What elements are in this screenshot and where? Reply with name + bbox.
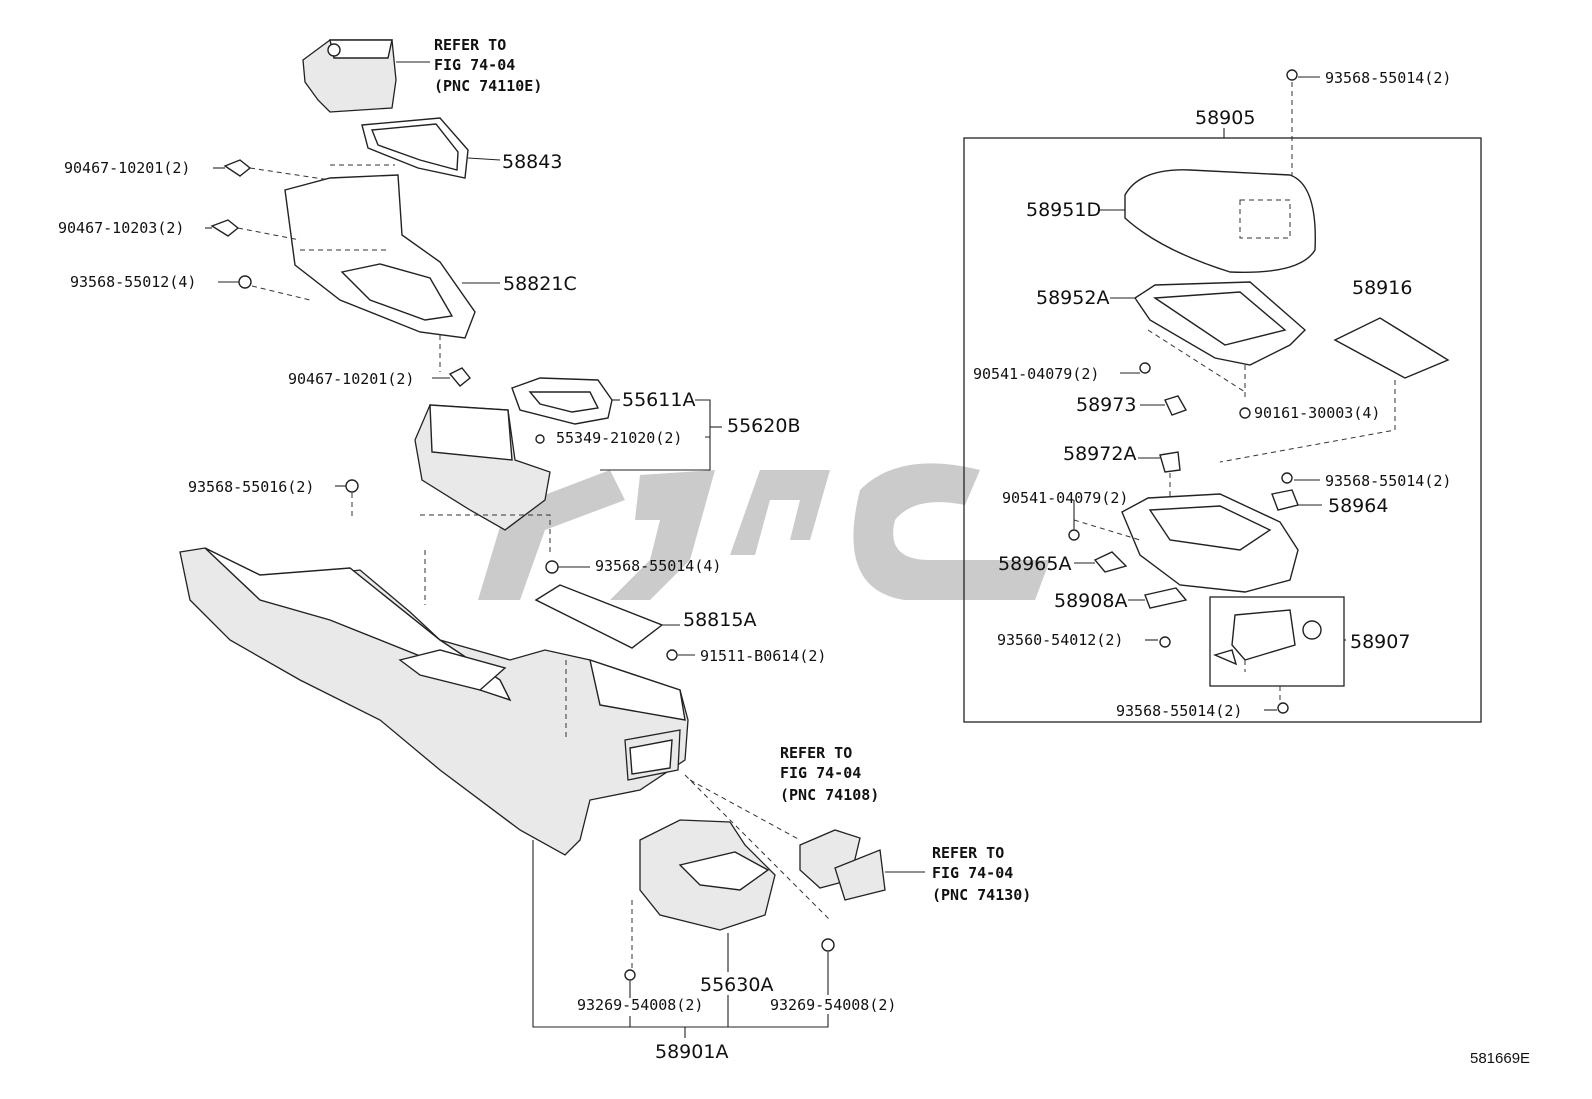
refer-74110e-label: REFER TO FIG 74-04 (PNC 74110E)	[434, 36, 542, 95]
svg-text:93269-54008(2): 93269-54008(2)	[577, 996, 703, 1014]
svg-text:FIG 74-04: FIG 74-04	[932, 864, 1013, 882]
svg-text:(PNC 74130): (PNC 74130)	[932, 886, 1031, 904]
fastener-90541-04079-top: 90541-04079(2)	[973, 362, 1151, 383]
svg-text:58972A: 58972A	[1063, 443, 1136, 465]
svg-text:58965A: 58965A	[998, 553, 1071, 575]
fastener-90541-04079-mid: 90541-04079(2)	[1002, 489, 1141, 541]
svg-text:58901A: 58901A	[655, 1041, 728, 1063]
part-58964: 58964	[1271, 489, 1388, 517]
svg-text:90541-04079(2): 90541-04079(2)	[1002, 489, 1128, 507]
fastener-93269-54008-left: 93269-54008(2)	[577, 969, 703, 1014]
fastener-93269-54008-right: 93269-54008(2)	[770, 938, 896, 1014]
svg-text:90467-10201(2): 90467-10201(2)	[288, 370, 414, 388]
svg-text:FIG 74-04: FIG 74-04	[780, 764, 861, 782]
fastener-90161-30003: 90161-30003(4)	[1239, 404, 1380, 422]
svg-text:93568-55014(4): 93568-55014(4)	[595, 557, 721, 575]
svg-text:55630A: 55630A	[700, 974, 773, 996]
refer-74110e-part	[302, 39, 430, 113]
svg-text:58916: 58916	[1352, 277, 1412, 299]
svg-text:58907: 58907	[1350, 631, 1410, 653]
svg-text:REFER TO: REFER TO	[932, 844, 1004, 862]
part-console-body	[179, 547, 689, 856]
fastener-93568-55014-bottom: 93568-55014(2)	[1116, 702, 1289, 720]
svg-text:(PNC 74108): (PNC 74108)	[780, 786, 879, 804]
figure-id: 581669E	[1470, 1050, 1530, 1067]
svg-text:93560-54012(2): 93560-54012(2)	[997, 631, 1123, 649]
fastener-90467-10201-bottom: 90467-10201(2)	[288, 367, 471, 388]
part-55630a: 55630A	[631, 774, 831, 996]
fastener-93568-55014-right: 93568-55014(2)	[1281, 472, 1451, 490]
part-58973: 58973	[1076, 394, 1188, 416]
refer-74130-part	[834, 849, 925, 901]
part-58905-frame: 58905	[963, 107, 1482, 723]
part-58952a: 58952A	[1036, 281, 1307, 400]
part-pocket	[414, 404, 551, 555]
svg-text:55611A: 55611A	[622, 389, 695, 411]
svg-text:55620B: 55620B	[727, 415, 800, 437]
part-58821c: 58821C	[284, 164, 577, 372]
part-58908a: 58908A	[1054, 587, 1188, 612]
svg-text:93568-55012(4): 93568-55012(4)	[70, 273, 196, 291]
svg-text:(PNC 74110E): (PNC 74110E)	[434, 77, 542, 95]
svg-text:REFER TO: REFER TO	[780, 744, 852, 762]
fastener-93568-55016: 93568-55016(2)	[188, 478, 359, 520]
watermark-logo	[478, 463, 1050, 600]
svg-text:93568-55016(2): 93568-55016(2)	[188, 478, 314, 496]
svg-text:93269-54008(2): 93269-54008(2)	[770, 996, 896, 1014]
part-58965a: 58965A	[998, 551, 1128, 575]
part-58843: 58843	[361, 117, 562, 179]
svg-text:93568-55014(2): 93568-55014(2)	[1116, 702, 1242, 720]
svg-text:FIG 74-04: FIG 74-04	[434, 56, 515, 74]
part-58951d: 58951D	[1026, 169, 1316, 274]
bracket-55620b: 55620B	[600, 399, 800, 471]
part-58907: 58907	[1209, 596, 1410, 700]
svg-text:55349-21020(2): 55349-21020(2)	[556, 429, 682, 447]
svg-text:58973: 58973	[1076, 394, 1136, 416]
svg-text:58951D: 58951D	[1026, 199, 1101, 221]
svg-text:58964: 58964	[1328, 495, 1388, 517]
svg-text:90541-04079(2): 90541-04079(2)	[973, 365, 1099, 383]
fastener-55349-21020: 55349-21020(2)	[535, 429, 682, 447]
part-58972a: 58972A	[1063, 443, 1181, 500]
svg-text:58821C: 58821C	[503, 273, 577, 295]
part-58815a: 58815A	[534, 584, 756, 649]
fastener-93560-54012: 93560-54012(2)	[997, 631, 1171, 649]
fastener-90467-10201-top: 90467-10201(2)	[64, 159, 331, 181]
svg-text:58843: 58843	[502, 151, 562, 173]
svg-text:90467-10201(2): 90467-10201(2)	[64, 159, 190, 177]
svg-text:58905: 58905	[1195, 107, 1255, 129]
refer-74108-label: REFER TO FIG 74-04 (PNC 74108)	[780, 744, 879, 804]
refer-74130-label: REFER TO FIG 74-04 (PNC 74130)	[932, 844, 1031, 904]
svg-text:58952A: 58952A	[1036, 287, 1109, 309]
part-armrest-base	[1121, 493, 1299, 593]
part-58916: 58916	[1219, 277, 1450, 463]
part-55611a: 55611A	[511, 377, 695, 425]
svg-text:58815A: 58815A	[683, 609, 756, 631]
svg-text:93568-55014(2): 93568-55014(2)	[1325, 472, 1451, 490]
fastener-91511-b0614: 91511-B0614(2)	[666, 647, 826, 665]
fastener-93568-55012: 93568-55012(4)	[70, 273, 311, 301]
fastener-90467-10203: 90467-10203(2)	[58, 219, 301, 241]
svg-text:90161-30003(4): 90161-30003(4)	[1254, 404, 1380, 422]
bracket-58901a: 58901A	[532, 840, 829, 1063]
fastener-93568-55014-4: 93568-55014(4)	[545, 557, 721, 575]
svg-text:REFER TO: REFER TO	[434, 36, 506, 54]
svg-text:93568-55014(2): 93568-55014(2)	[1325, 69, 1451, 87]
svg-text:58908A: 58908A	[1054, 590, 1127, 612]
svg-text:90467-10203(2): 90467-10203(2)	[58, 219, 184, 237]
svg-text:91511-B0614(2): 91511-B0614(2)	[700, 647, 826, 665]
